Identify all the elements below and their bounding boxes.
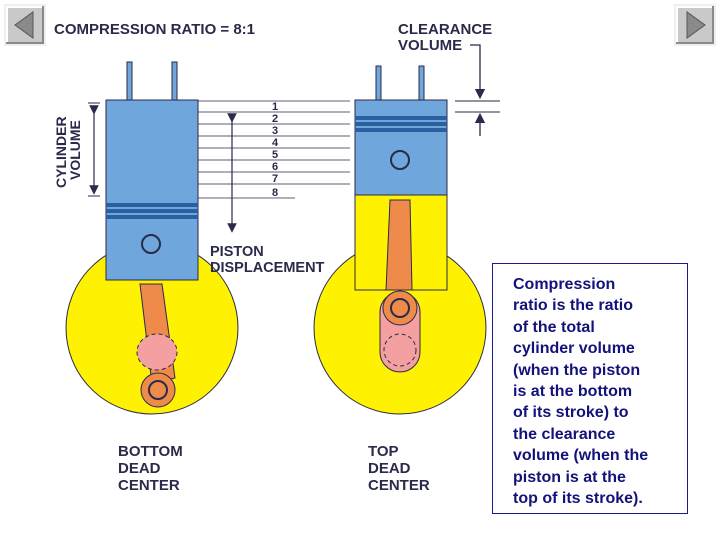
cylinder-volume-label-line1: CYLINDER	[53, 116, 69, 188]
piston-ring	[106, 203, 198, 207]
clearance-volume-label-line1: CLEARANCE	[398, 21, 492, 38]
piston-ring	[106, 215, 198, 219]
scale-number: 2	[272, 113, 278, 125]
piston-ring	[106, 209, 198, 213]
scale-number: 3	[272, 125, 278, 137]
triangle-left-icon	[14, 11, 34, 39]
scale-number: 5	[272, 149, 278, 161]
piston-pin	[390, 150, 410, 170]
connecting-rod	[385, 199, 413, 291]
crankpin-hole	[390, 298, 410, 318]
triangle-right-icon	[686, 11, 706, 39]
piston	[354, 99, 448, 196]
clearance-arrow-down	[470, 44, 486, 100]
crank-journal	[383, 333, 417, 367]
top-dead-center-label-line2: DEAD	[368, 460, 411, 477]
scale-number: 1	[272, 101, 278, 113]
next-slide-button[interactable]	[674, 4, 716, 46]
clearance-volume-label-line2: VOLUME	[398, 37, 462, 54]
valve-right	[171, 61, 178, 105]
engine-bottom-dead-center	[65, 61, 239, 415]
bottom-dead-center-label-line3: CENTER	[118, 477, 180, 494]
engine-top-dead-center	[313, 65, 487, 415]
piston-ring	[355, 116, 447, 120]
cylinder-volume-label-line2: VOLUME	[67, 120, 83, 180]
top-dead-center-label-line3: CENTER	[368, 477, 430, 494]
piston-pin	[141, 234, 161, 254]
scale-number: 6	[272, 161, 278, 173]
scale-number: 8	[272, 187, 278, 199]
scale-number: 7	[272, 173, 278, 185]
piston-displacement-label-line1: PISTON	[210, 244, 264, 260]
piston-ring	[355, 128, 447, 132]
valve-right	[418, 65, 425, 105]
previous-slide-button[interactable]	[4, 4, 46, 46]
piston-ring	[355, 122, 447, 126]
crank-journal	[136, 333, 178, 371]
diagram-title: COMPRESSION RATIO = 8:1	[54, 21, 255, 38]
bottom-dead-center-label-line1: BOTTOM	[118, 443, 183, 460]
valve-left	[375, 65, 382, 105]
piston-displacement-label-line2: DISPLACEMENT	[210, 260, 325, 276]
valve-left	[126, 61, 133, 105]
top-dead-center-label-line1: TOP	[368, 443, 399, 460]
crankpin-hole	[148, 380, 168, 400]
stroke-scale: 1 2 3 4 5 6 7 8	[198, 100, 350, 199]
scale-number: 4	[272, 137, 279, 149]
explanation-text: Compression ratio is the ratio of the to…	[513, 276, 649, 508]
explanation-box: Compression ratio is the ratio of the to…	[492, 263, 688, 514]
bottom-dead-center-label-line2: DEAD	[118, 460, 161, 477]
